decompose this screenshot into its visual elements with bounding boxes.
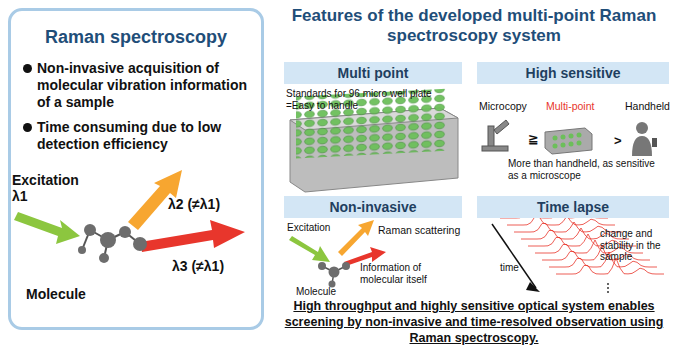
label: More than handheld, as sensitive as a mi… (508, 158, 658, 181)
title: Features of the developed multi-point Ra… (278, 6, 670, 47)
panel-title: Raman spectroscopy (21, 27, 251, 48)
header-text: High sensitive (526, 65, 621, 81)
bullet-dot (23, 64, 32, 73)
label: ≧ (528, 132, 539, 147)
label: Multi-point (546, 100, 594, 112)
label: Excitation λ1 (12, 172, 92, 204)
caption: High throughput and highly sensitive opt… (278, 298, 670, 346)
label: change and stability in the sample (600, 228, 670, 263)
feature-header: Non-invasive (284, 196, 462, 218)
label: Molecule (296, 286, 336, 298)
label: Raman scattering (378, 224, 460, 236)
label: Standards for 96 micro well plate =Easy … (286, 88, 458, 111)
bullet-text: Time consuming due to low detection effi… (37, 119, 251, 153)
header-text: Multi point (338, 65, 409, 81)
label: λ3 (≠λ1) (172, 258, 224, 274)
bullet-text: Non-invasive acquisition of molecular vi… (37, 60, 251, 111)
bullet-row: Non-invasive acquisition of molecular vi… (21, 60, 251, 111)
label: Excitation (287, 222, 330, 234)
label: Handheld (625, 100, 670, 112)
label: λ2 (≠λ1) (168, 196, 220, 212)
label: time (500, 262, 519, 274)
feature-header: Multi point (284, 62, 462, 84)
label: > (614, 134, 622, 149)
label: Information of molecular itself (360, 262, 460, 285)
panel: Raman spectroscopyNon-invasive acquisiti… (8, 8, 264, 330)
bullet-dot (23, 123, 32, 132)
header-text: Non-invasive (329, 199, 416, 215)
feature-header: Time lapse (477, 196, 669, 218)
header-text: Time lapse (537, 199, 609, 215)
label: Molecule (26, 286, 86, 302)
label: Microcopy (479, 100, 527, 112)
bullet-row: Time consuming due to low detection effi… (21, 119, 251, 153)
feature-header: High sensitive (477, 62, 669, 84)
